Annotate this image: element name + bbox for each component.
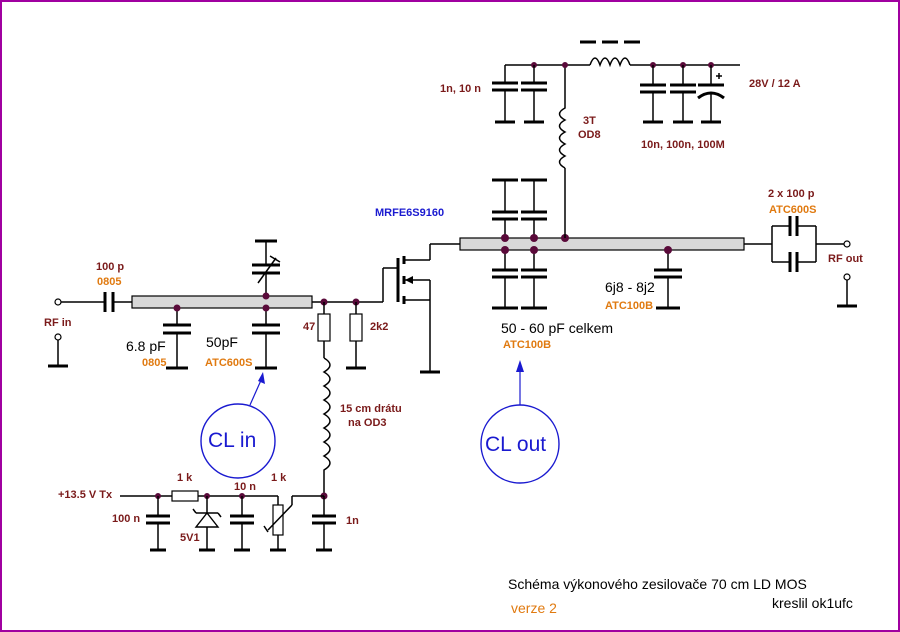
- c50p-package: ATC600S: [205, 357, 253, 369]
- rf-in-ground-terminal: [54, 333, 62, 341]
- cl-out-label: CL out: [485, 433, 547, 456]
- r1k-b-label: 1 k: [271, 472, 287, 484]
- c6j8-label: 6j8 - 8j2: [605, 279, 655, 295]
- c50-60-label: 50 - 60 pF celkem: [501, 320, 614, 336]
- resistor-1k-a: [171, 490, 199, 502]
- c10n-label: 10 n: [234, 481, 257, 493]
- inductor-3t: [558, 65, 567, 169]
- supply-tx-label: +13.5 V Tx: [58, 489, 113, 501]
- transistor-label: MRFE6S9160: [375, 207, 445, 219]
- resistor-2k2: [346, 302, 366, 370]
- l3t-label-2: OD8: [578, 129, 601, 141]
- footer-title: Schéma výkonového zesilovače 70 cm LD MO…: [508, 576, 807, 592]
- c1n10n-label: 1n, 10 n: [440, 83, 481, 95]
- c2x100-label: 2 x 100 p: [768, 188, 815, 200]
- c6j8-package: ATC100B: [605, 300, 654, 312]
- capacitor-6j8: [654, 250, 682, 310]
- c100p-label: 100 p: [96, 261, 125, 273]
- supply-label: 28V / 12 A: [749, 78, 801, 90]
- cl-in-circle: [200, 403, 276, 479]
- capacitor-1n: [312, 496, 336, 552]
- rf-in-terminal: [54, 298, 62, 306]
- wire-label: 15 cm drátu: [340, 403, 402, 415]
- capacitor-50p: [252, 308, 280, 370]
- ldmos-transistor: [382, 243, 460, 374]
- r2k2-label: 2k2: [370, 321, 389, 333]
- capacitor-100p: [103, 292, 115, 312]
- r1k-a-label: 1 k: [177, 472, 193, 484]
- rf-out-ground-terminal: [843, 273, 851, 281]
- inductor-15cm: [322, 357, 331, 496]
- rf-out-label: RF out: [828, 253, 863, 265]
- capacitors-1n-10n: [492, 65, 547, 124]
- c1n-label: 1n: [346, 515, 359, 527]
- rf-out-terminal: [843, 240, 851, 248]
- output-capacitors-bottom: [492, 250, 547, 310]
- c2x100-package: ATC600S: [769, 204, 817, 216]
- c50p-label: 50pF: [206, 334, 238, 350]
- c100n-label: 100 n: [112, 513, 141, 525]
- zener-diode: [192, 496, 222, 552]
- capacitor-100n: [146, 496, 170, 552]
- trimmer-capacitor: [252, 239, 281, 296]
- resistor-47: [317, 302, 331, 358]
- c100p-package: 0805: [97, 276, 122, 288]
- footer-version: verze 2: [511, 600, 557, 616]
- rf-in-label: RF in: [44, 317, 72, 329]
- c50-60-package: ATC100B: [503, 339, 552, 351]
- supply-choke: [589, 57, 631, 68]
- zener-label: 5V1: [180, 532, 200, 544]
- potentiometer-1k: [263, 495, 324, 552]
- l3t-label: 3T: [583, 115, 596, 127]
- input-stripline: [131, 295, 313, 309]
- footer-author: kreslil ok1ufc: [772, 595, 853, 611]
- output-capacitors-top: [492, 178, 547, 238]
- decoupling-label: 10n, 100n, 100M: [641, 139, 725, 151]
- capacitor-10n: [230, 496, 254, 552]
- capacitors-10n-100n-100m: [640, 65, 725, 124]
- capacitor-2x100p: [771, 216, 817, 272]
- capacitor-6p8: [163, 308, 191, 370]
- c6p8-label: 6.8 pF: [126, 338, 166, 354]
- wire-label-2: na OD3: [348, 417, 387, 429]
- c6p8-package: 0805: [142, 357, 167, 369]
- cl-in-label: CL in: [208, 429, 257, 452]
- r47-label: 47: [303, 321, 316, 333]
